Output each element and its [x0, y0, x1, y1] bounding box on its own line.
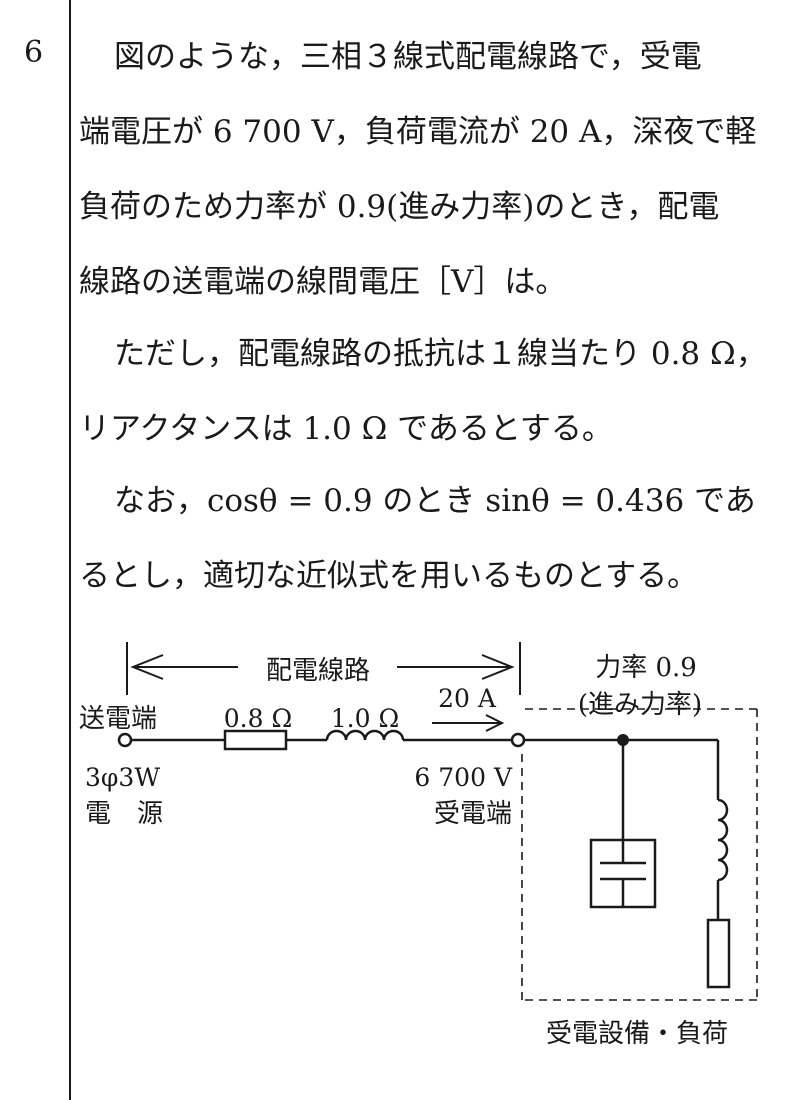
reactance-coil-symbol [325, 729, 405, 741]
distribution-line [117, 729, 731, 989]
load-box-label: 受電設備・負荷 [546, 1019, 728, 1049]
resistor-symbol [223, 729, 288, 751]
question-line-4: 線路の送電端の線間電圧［V］は。 [79, 264, 567, 300]
line-span-marker [126, 642, 521, 695]
power-factor-note: (進み力率) [578, 690, 702, 720]
question-line-3: 負荷のため力率が 0.9(進み力率)のとき，配電 [79, 189, 720, 225]
question-number: 6 [24, 35, 44, 70]
question-line-8: るとし，適切な近似式を用いるものとする。 [79, 558, 699, 594]
question-line-7: なお，cosθ = 0.9 のとき sinθ = 0.436 であ [114, 483, 756, 519]
receiving-end-label: 受電端 [434, 799, 512, 829]
capacitor-symbol [589, 838, 657, 909]
junction-dot [617, 734, 629, 746]
question-line-6: リアクタンスは 1.0 Ω であるとする。 [79, 411, 613, 447]
resistance-label: 0.8 Ω [224, 704, 292, 733]
sending-end-terminal [117, 732, 133, 748]
receiving-voltage-label: 6 700 V [414, 763, 513, 792]
current-label: 20 A [438, 684, 497, 713]
reactance-label: 1.0 Ω [331, 704, 399, 733]
question-line-2: 端電圧が 6 700 V，負荷電流が 20 A，深夜で軽 [79, 114, 757, 150]
load-inductor-symbol [717, 798, 729, 882]
source-type-label: 3φ3W [85, 763, 160, 792]
column-divider [69, 0, 71, 1100]
receiving-end-terminal [510, 732, 526, 748]
sending-end-label: 送電端 [79, 704, 157, 734]
power-factor-label: 力率 0.9 [595, 653, 697, 683]
load-box [521, 708, 758, 1001]
load-resistor-symbol [706, 918, 731, 989]
line-span-label: 配電線路 [266, 656, 370, 686]
source-label: 電 源 [85, 799, 163, 829]
question-line-1: 図のような，三相３線式配電線路で，受電 [114, 39, 702, 75]
question-line-5: ただし，配電線路の抵抗は１線当たり 0.8 Ω， [114, 336, 767, 372]
current-arrow [432, 714, 505, 732]
